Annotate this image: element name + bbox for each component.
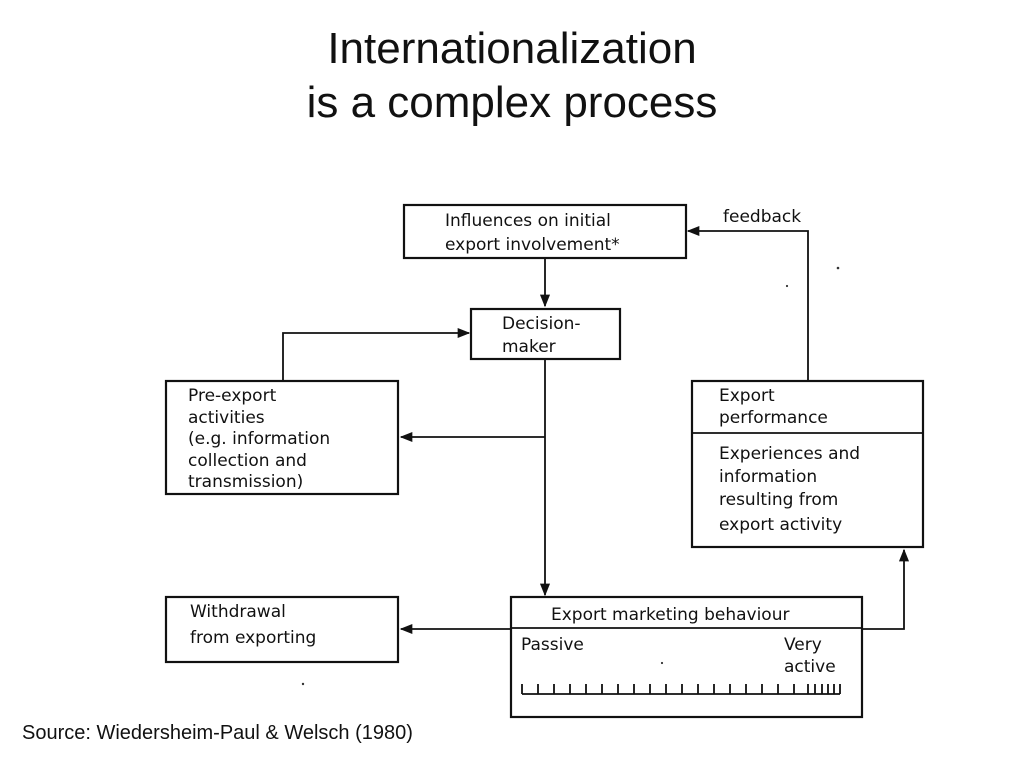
export-marketing-box: Export marketing behaviour Passive Very … [509, 595, 864, 719]
pre-export-line2: activities [188, 408, 265, 428]
influences-line1: Influences on initial [445, 211, 611, 231]
export-performance-title1: Export [719, 386, 775, 406]
pre-export-line5: transmission) [188, 472, 303, 492]
scale-right-label2: active [784, 657, 836, 677]
influences-box: Influences on initial export involvement… [402, 203, 688, 260]
decision-maker-box: Decision- maker [469, 307, 622, 361]
withdrawal-line2: from exporting [190, 628, 316, 648]
withdrawal-line1: Withdrawal [190, 602, 286, 622]
scale-right-label1: Very [784, 635, 822, 655]
activity-scale [521, 684, 841, 695]
export-performance-body4: export activity [719, 515, 842, 535]
export-marketing-title: Export marketing behaviour [551, 605, 789, 625]
scale-left-label: Passive [521, 635, 584, 655]
slide-title: Internationalization is a complex proces… [0, 22, 1024, 130]
source-citation: Source: Wiedersheim-Paul & Welsch (1980) [22, 722, 413, 744]
pre-export-line4: collection and [188, 451, 307, 471]
pre-export-line3: (e.g. information [188, 429, 330, 449]
export-performance-box: Export performance Experiences and infor… [690, 379, 925, 549]
arrow-marketing-to-performance [862, 548, 910, 630]
decision-maker-line1: Decision- [502, 314, 581, 334]
withdrawal-box: Withdrawal from exporting [164, 595, 400, 664]
arrow-feedback [686, 225, 809, 381]
connectors [282, 225, 910, 635]
influences-line2: export involvement* [445, 235, 620, 255]
slide-title-line1: Internationalization [327, 24, 697, 73]
scan-specks [301, 266, 840, 686]
feedback-label: feedback [723, 207, 801, 227]
arrow-preexport-to-decision [282, 327, 471, 381]
export-performance-title2: performance [719, 408, 828, 428]
slide-title-line2: is a complex process [306, 78, 718, 127]
export-performance-body1: Experiences and [719, 444, 860, 464]
pre-export-line1: Pre-export [188, 386, 277, 406]
export-performance-body3: resulting from [719, 490, 838, 510]
decision-maker-line2: maker [502, 337, 556, 357]
pre-export-box: Pre-export activities (e.g. information … [164, 379, 400, 496]
export-performance-body2: information [719, 467, 817, 487]
